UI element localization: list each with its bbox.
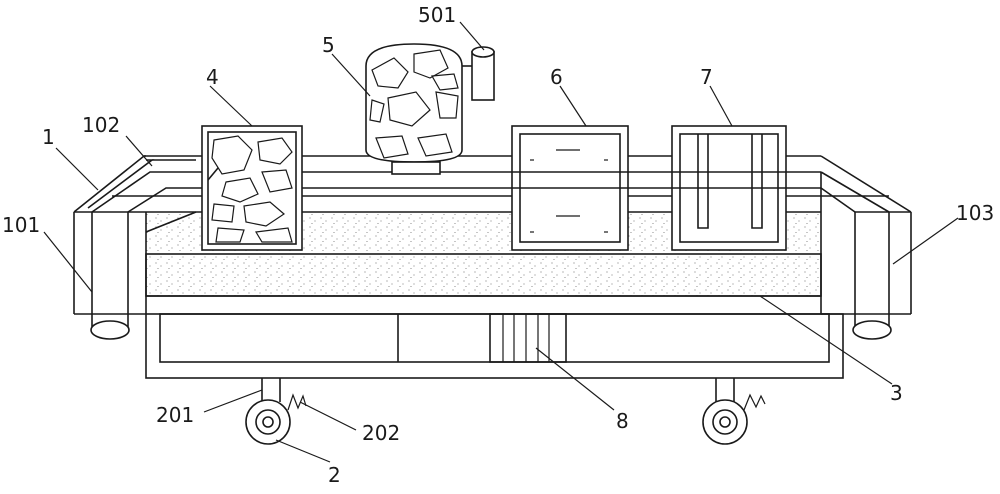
label-1: 1 (42, 125, 55, 149)
tank-6 (511, 125, 629, 251)
right-side-wall (820, 155, 912, 328)
label-8: 8 (616, 409, 629, 433)
label-2: 2 (328, 463, 341, 487)
label-102: 102 (82, 113, 120, 137)
tank-7 (671, 125, 787, 251)
filter-box-4 (201, 125, 303, 251)
label-4: 4 (206, 65, 219, 89)
caster-wheel-left (245, 378, 307, 445)
left-side-wall-1 (73, 155, 197, 328)
lower-frame (145, 313, 844, 379)
left-outlet-pipe-101 (90, 320, 130, 340)
label-6: 6 (550, 65, 563, 89)
outlet-501 (462, 46, 495, 101)
right-outlet-pipe-103 (852, 320, 892, 340)
label-3: 3 (890, 381, 903, 405)
vent-slats-8 (489, 313, 567, 363)
label-101: 101 (2, 213, 40, 237)
crusher-5 (365, 43, 463, 175)
conveyor-belt-3 (145, 253, 822, 297)
label-202: 202 (362, 421, 400, 445)
label-5: 5 (322, 33, 335, 57)
caster-wheel-right (702, 378, 766, 445)
leader-lines (43, 21, 959, 463)
label-201: 201 (156, 403, 194, 427)
label-7: 7 (700, 65, 713, 89)
label-103: 103 (956, 201, 994, 225)
label-501: 501 (418, 3, 456, 27)
